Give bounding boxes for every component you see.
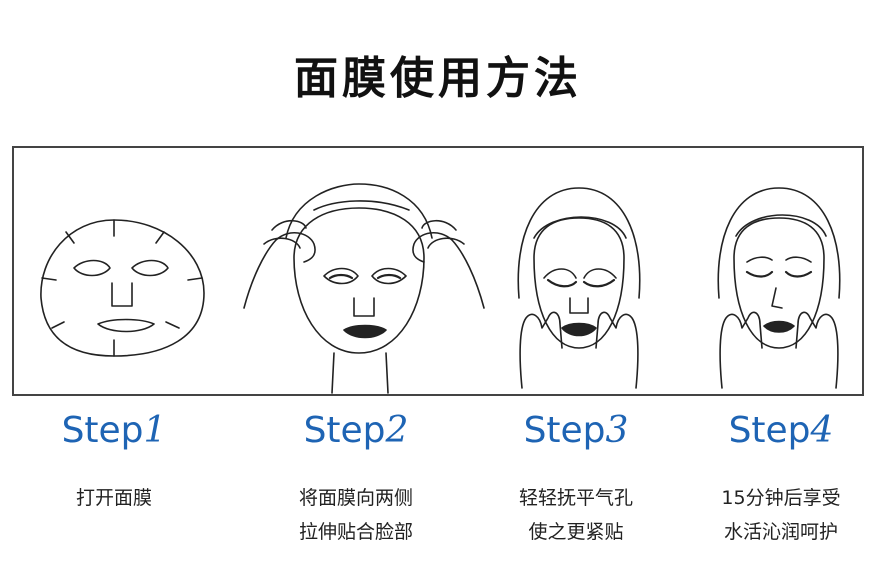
face-relax-illustration <box>717 187 841 389</box>
face-smooth-mask-illustration <box>517 187 641 389</box>
step-description: 将面膜向两侧 拉伸贴合脸部 <box>298 487 413 543</box>
step-4: Step4 15分钟后享受 水活沁润呵护 <box>681 405 876 549</box>
step-label: Step4 <box>728 410 834 451</box>
step-label: Step3 <box>523 410 629 451</box>
illustration-panel <box>12 146 864 396</box>
step-3: Step3 轻轻抚平气孔 使之更紧贴 <box>476 405 676 549</box>
page-title: 面膜使用方法 <box>294 53 582 104</box>
step-2: Step2 将面膜向两侧 拉伸贴合脸部 <box>256 405 456 549</box>
step-1: Step1 打开面膜 <box>14 405 214 515</box>
face-stretch-mask-illustration <box>243 183 485 394</box>
step-label: Step1 <box>61 410 167 451</box>
step-description: 轻轻抚平气孔 使之更紧贴 <box>518 487 633 543</box>
step-description: 打开面膜 <box>75 487 152 509</box>
step-description: 15分钟后享受 水活沁润呵护 <box>721 487 841 543</box>
mask-sheet-illustration <box>40 219 205 357</box>
steps-row: Step1 打开面膜 Step2 将面膜向两侧 拉伸贴合脸部 Step3 轻轻抚… <box>0 405 876 585</box>
step-label: Step2 <box>303 410 409 451</box>
